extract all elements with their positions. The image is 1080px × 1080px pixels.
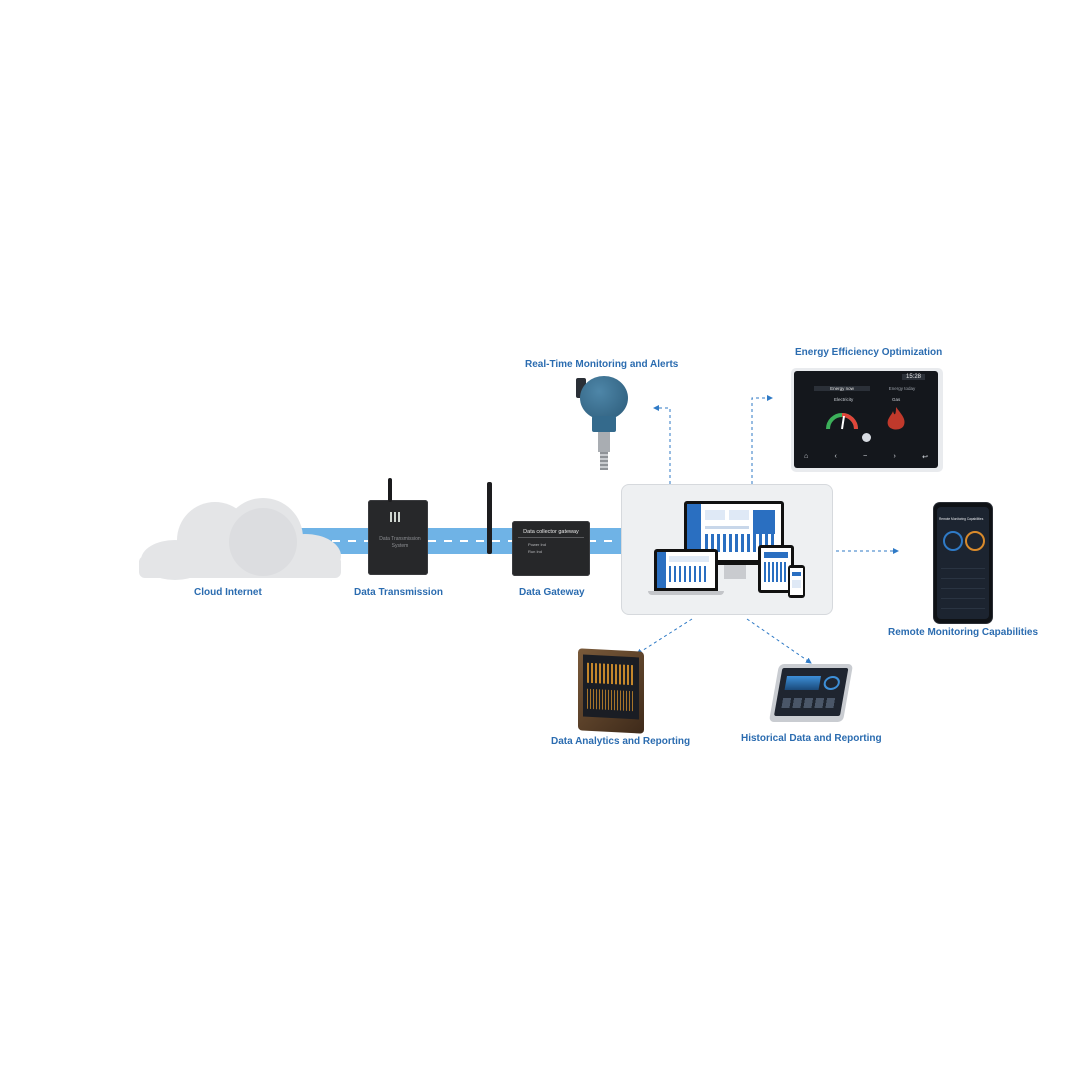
gateway-device-text: Data collector gateway: [523, 529, 579, 535]
gas-flame-icon: [887, 407, 905, 430]
cloud-icon: [139, 498, 341, 580]
energy-label: Energy Efficiency Optimization: [795, 347, 943, 358]
pressure-sensor-icon: [574, 376, 634, 472]
monitoring-label: Real-Time Monitoring and Alerts: [525, 359, 679, 370]
gateway-port-run: Run Ind: [528, 549, 543, 554]
energy-tab-now: Energy now: [814, 386, 870, 391]
arrow-to-energy: [751, 395, 773, 484]
energy-time: 15:28: [902, 374, 926, 380]
back-icon: ↩: [922, 454, 928, 461]
remote-stats: [941, 559, 985, 609]
cloud-internet-label: Cloud Internet: [194, 587, 262, 598]
transmission-device: Data Transmission System: [368, 478, 428, 575]
remote-screen-title: Remote Monitoring Capabilities: [939, 517, 984, 521]
chevron-right-icon: ›: [893, 453, 896, 460]
energy-nav-bar: ⌂ ‹ ~ › ↩: [804, 453, 928, 461]
gateway-device: Data collector gateway Power Ind Run Ind: [512, 521, 590, 576]
analytics-tablet-device: [578, 648, 644, 734]
transmission-antenna: [388, 478, 392, 502]
wave-icon: ~: [863, 453, 868, 460]
gateway-port-power: Power Ind: [528, 542, 547, 547]
data-gateway-label: Data Gateway: [519, 587, 585, 598]
gateway-divider: [518, 537, 584, 538]
historical-label: Historical Data and Reporting: [741, 733, 882, 744]
arrow-to-analytics: [636, 618, 693, 655]
hub-laptop-base: [648, 591, 724, 595]
analytics-label: Data Analytics and Reporting: [551, 736, 691, 747]
electricity-gauge-icon: [826, 413, 858, 430]
hub-laptop: [654, 549, 718, 591]
historical-tablet-device: [768, 664, 854, 722]
energy-co2-badge: [862, 433, 871, 442]
hub-monitor-stand: [724, 565, 746, 579]
energy-gauge-electricity-label: Electricity: [834, 397, 854, 402]
data-transmission-label: Data Transmission: [354, 587, 443, 598]
transmission-status-leds: [390, 512, 400, 522]
home-icon: ⌂: [804, 453, 809, 460]
central-platform-hub: [621, 484, 833, 615]
hub-phone: [788, 565, 805, 598]
energy-panel-device: 15:28 Energy now Energy today Electricit…: [791, 368, 943, 472]
arrow-to-monitoring: [653, 405, 671, 484]
energy-tab-today: Energy today: [888, 386, 916, 391]
remote-ring-1: [943, 531, 963, 551]
arrow-to-historical: [746, 618, 812, 664]
remote-phone-device: Remote Monitoring Capabilities: [934, 503, 992, 623]
remote-ring-2: [965, 531, 985, 551]
remote-label: Remote Monitoring Capabilities: [888, 627, 1039, 638]
energy-gauge-gas-label: Gas: [892, 397, 901, 402]
transmission-device-text: Data Transmission System: [379, 536, 421, 549]
gateway-antenna: [487, 482, 492, 554]
chevron-left-icon: ‹: [834, 453, 837, 460]
